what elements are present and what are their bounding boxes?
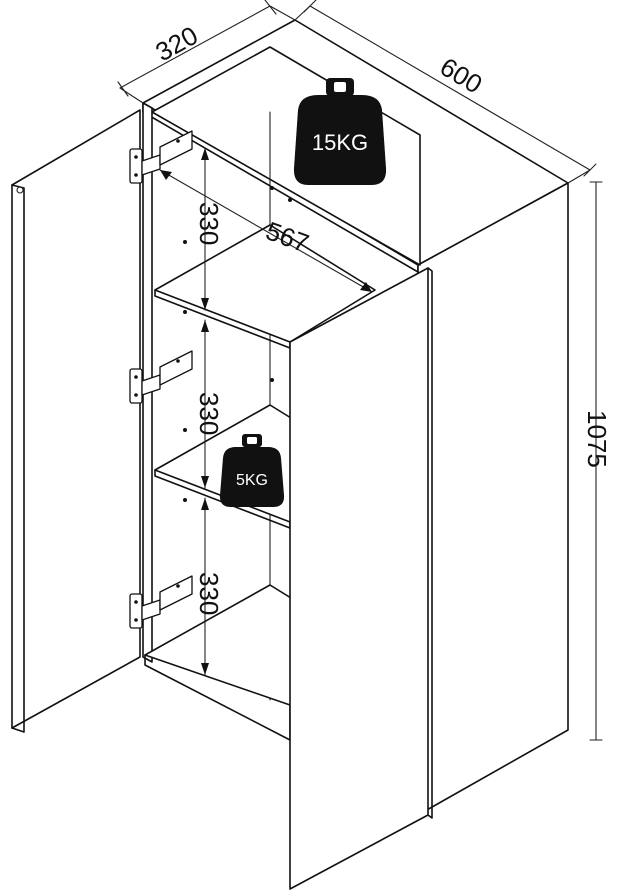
door-knob <box>16 186 24 194</box>
dimension-shelf-2: 330 <box>194 319 224 489</box>
right-door <box>289 267 429 890</box>
hinge-icon <box>129 130 193 184</box>
shelf-pin-holes <box>183 186 292 502</box>
weight-icon: 5KG <box>219 434 285 507</box>
left-door-edge <box>11 184 25 733</box>
shelf-spacing-label-3: 330 <box>194 572 224 615</box>
weight-icon: 15KG <box>293 78 387 185</box>
height-label: 1075 <box>582 410 612 468</box>
left-door <box>11 109 141 729</box>
top-load-label: 15KG <box>312 130 368 155</box>
shelf-spacing-label-1: 330 <box>194 202 224 245</box>
shelf-1 <box>154 224 376 343</box>
dimension-shelf-1: 330 <box>194 147 224 311</box>
right-door-edge <box>427 267 433 819</box>
hinge-icon <box>129 350 193 404</box>
depth-label: 320 <box>150 20 202 67</box>
dimension-shelf-3: 330 <box>194 497 224 676</box>
dimension-height: 1075 <box>582 181 612 741</box>
right-side-panel <box>417 182 569 816</box>
width-label: 600 <box>435 51 488 99</box>
hinge-icon <box>129 575 193 629</box>
shelf-load-label: 5KG <box>236 472 268 489</box>
shelf-spacing-label-2: 330 <box>194 392 224 435</box>
